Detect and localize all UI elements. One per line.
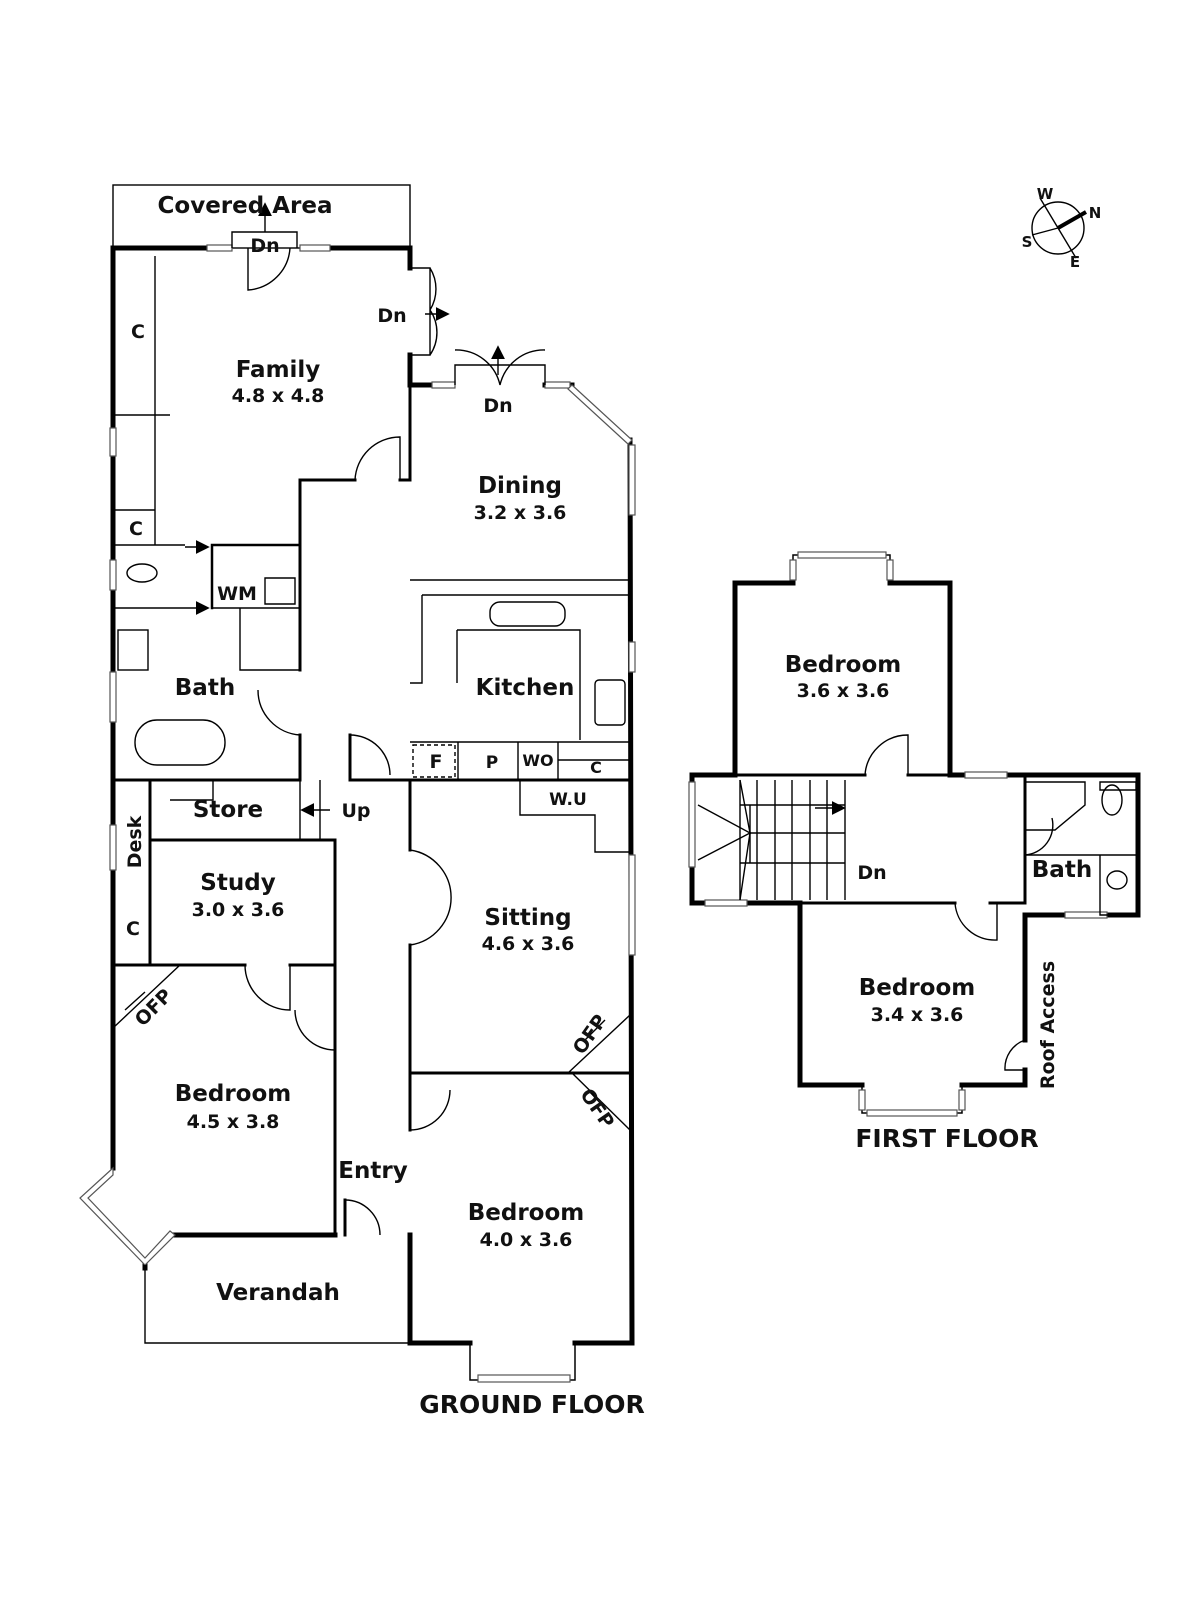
staircase <box>697 779 846 901</box>
ground-floor-title: GROUND FLOOR <box>419 1390 645 1419</box>
dn-label: Dn <box>377 305 406 327</box>
dn-label: Dn <box>857 862 886 884</box>
fireplace-label: OFP <box>569 1011 612 1059</box>
entry-label: Entry <box>338 1158 407 1184</box>
up-label: Up <box>341 800 370 822</box>
washing-machine-label: WM <box>217 583 257 605</box>
fireplace-label: OFP <box>576 1085 619 1133</box>
bedroom-size: 3.6 x 3.6 <box>797 680 890 702</box>
wall-unit-label: W.U <box>549 790 587 810</box>
dining-room-label: Dining <box>478 473 562 499</box>
dn-label: Dn <box>483 395 512 417</box>
study-label: Study <box>200 870 275 896</box>
bedroom-label: Bedroom <box>468 1200 585 1226</box>
cupboard-label: C <box>131 321 145 343</box>
verandah-label: Verandah <box>216 1280 340 1306</box>
family-room-label: Family <box>236 357 321 383</box>
fridge-label: F <box>430 751 443 773</box>
store-label: Store <box>193 797 263 823</box>
compass-east: E <box>1070 253 1080 271</box>
compass-icon: W N S E <box>1022 185 1102 271</box>
roof-access-label: Roof Access <box>1037 961 1059 1089</box>
compass-north: N <box>1089 204 1102 222</box>
first-floor: Bedroom 3.6 x 3.6 Dn Bath Bedroom 3.4 x … <box>688 551 1141 1153</box>
bedroom-size: 3.4 x 3.6 <box>871 1004 964 1026</box>
first-outer-walls <box>688 551 1141 1117</box>
covered-area-label: Covered Area <box>158 193 333 219</box>
dn-label: Dn <box>250 235 279 257</box>
cupboard-label: C <box>590 758 602 777</box>
ground-floor: Covered Area Dn Dn Dn Family 4.8 x 4.8 D… <box>79 184 645 1419</box>
ground-windows <box>79 244 636 1383</box>
study-size: 3.0 x 3.6 <box>192 899 285 921</box>
cupboard-label: C <box>129 518 143 540</box>
ground-interior-walls <box>111 202 632 1344</box>
compass-west: W <box>1037 185 1054 203</box>
first-interior <box>697 734 1138 1071</box>
bedroom-size: 4.5 x 3.8 <box>187 1111 280 1133</box>
sitting-room-size: 4.6 x 3.6 <box>482 933 575 955</box>
pantry-label: P <box>486 753 498 773</box>
family-room-size: 4.8 x 4.8 <box>232 385 325 407</box>
bath-label: Bath <box>1032 857 1092 883</box>
fireplace-label: OFP <box>131 985 177 1031</box>
sitting-room-label: Sitting <box>484 905 571 931</box>
bedroom-label: Bedroom <box>175 1081 292 1107</box>
bath-label: Bath <box>175 675 235 701</box>
kitchen-label: Kitchen <box>476 675 575 701</box>
first-floor-title: FIRST FLOOR <box>855 1124 1038 1153</box>
compass-south: S <box>1022 233 1033 251</box>
wall-oven-label: WO <box>522 751 553 770</box>
bedroom-label: Bedroom <box>785 652 902 678</box>
covered-area-outline <box>112 184 411 249</box>
desk-label: Desk <box>124 815 146 868</box>
dining-room-size: 3.2 x 3.6 <box>474 502 567 524</box>
bedroom-label: Bedroom <box>859 975 976 1001</box>
cupboard-label: C <box>126 918 140 940</box>
bedroom-size: 4.0 x 3.6 <box>480 1229 573 1251</box>
